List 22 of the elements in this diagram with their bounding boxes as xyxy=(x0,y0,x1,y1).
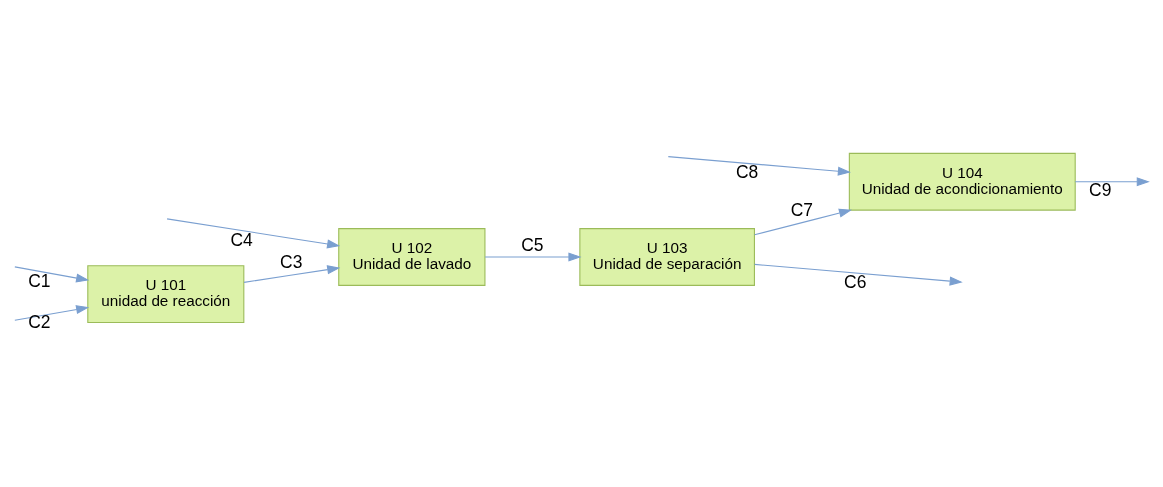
node-box: U 101 unidad de reacción xyxy=(87,265,245,323)
node-box: U 104 Unidad de acondicionamiento xyxy=(848,152,1076,211)
arrow xyxy=(754,208,853,236)
edge-label: C7 xyxy=(790,200,814,221)
edge-label: C6 xyxy=(844,271,867,292)
arrow xyxy=(166,218,341,249)
edge-label: C8 xyxy=(735,162,759,183)
arrow xyxy=(1074,177,1150,187)
node-box: U 103 Unidad de separación xyxy=(579,228,755,286)
node-box: U 102 Unidad de lavado xyxy=(338,228,486,286)
arrow xyxy=(667,156,851,176)
arrow xyxy=(754,263,963,286)
arrow xyxy=(484,252,582,262)
edge-label: C1 xyxy=(28,271,51,292)
arrow xyxy=(14,305,90,321)
edge-label: C2 xyxy=(28,311,51,332)
edge-label: C4 xyxy=(230,230,253,251)
edge-label: C9 xyxy=(1089,179,1112,200)
edge-label: C3 xyxy=(280,251,303,272)
arrow xyxy=(243,265,341,283)
arrow xyxy=(14,266,90,283)
edge-label: C5 xyxy=(521,235,544,256)
